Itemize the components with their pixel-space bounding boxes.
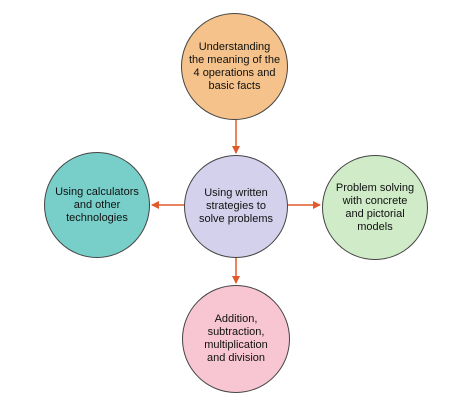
- node-label: Using written strategies to solve proble…: [199, 187, 273, 225]
- node-label: Problem solving with concrete and pictor…: [335, 181, 415, 233]
- node-understanding-operations: Understanding the meaning of the 4 opera…: [181, 13, 288, 120]
- node-label: Using calculators and other technologies: [55, 185, 139, 224]
- node-label: Addition, subtraction, multiplication an…: [204, 313, 268, 364]
- node-calculators-technologies: Using calculators and other technologies: [44, 152, 150, 258]
- node-four-operations: Addition, subtraction, multiplication an…: [182, 285, 290, 393]
- node-written-strategies: Using written strategies to solve proble…: [184, 155, 288, 258]
- node-problem-solving-models: Problem solving with concrete and pictor…: [322, 155, 428, 260]
- node-label: Understanding the meaning of the 4 opera…: [188, 40, 281, 92]
